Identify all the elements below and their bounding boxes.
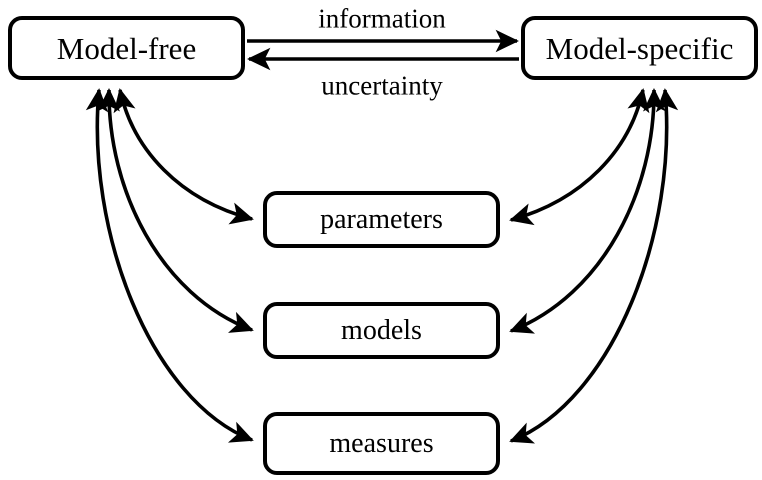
edge-model-specific-measures <box>509 88 679 444</box>
node-models-label: models <box>341 314 422 346</box>
edge-model-specific-models <box>509 88 666 334</box>
edge-model-specific-parameters <box>509 88 650 226</box>
node-model-free[interactable]: Model-free <box>8 16 245 80</box>
edge-label-information: information <box>318 3 446 34</box>
node-measures[interactable]: measures <box>263 412 500 475</box>
node-model-specific-label: Model-specific <box>545 30 734 66</box>
edge-label-uncertainty: uncertainty <box>321 70 443 101</box>
node-parameters[interactable]: parameters <box>263 191 500 248</box>
edge-model-free-parameters <box>113 88 254 225</box>
edge-model-free-models <box>97 88 254 333</box>
edge-model-free-measures <box>85 88 254 443</box>
node-model-free-label: Model-free <box>56 30 197 66</box>
node-model-specific[interactable]: Model-specific <box>521 16 758 80</box>
node-parameters-label: parameters <box>320 203 443 235</box>
node-measures-label: measures <box>329 427 434 459</box>
node-models[interactable]: models <box>263 302 500 359</box>
